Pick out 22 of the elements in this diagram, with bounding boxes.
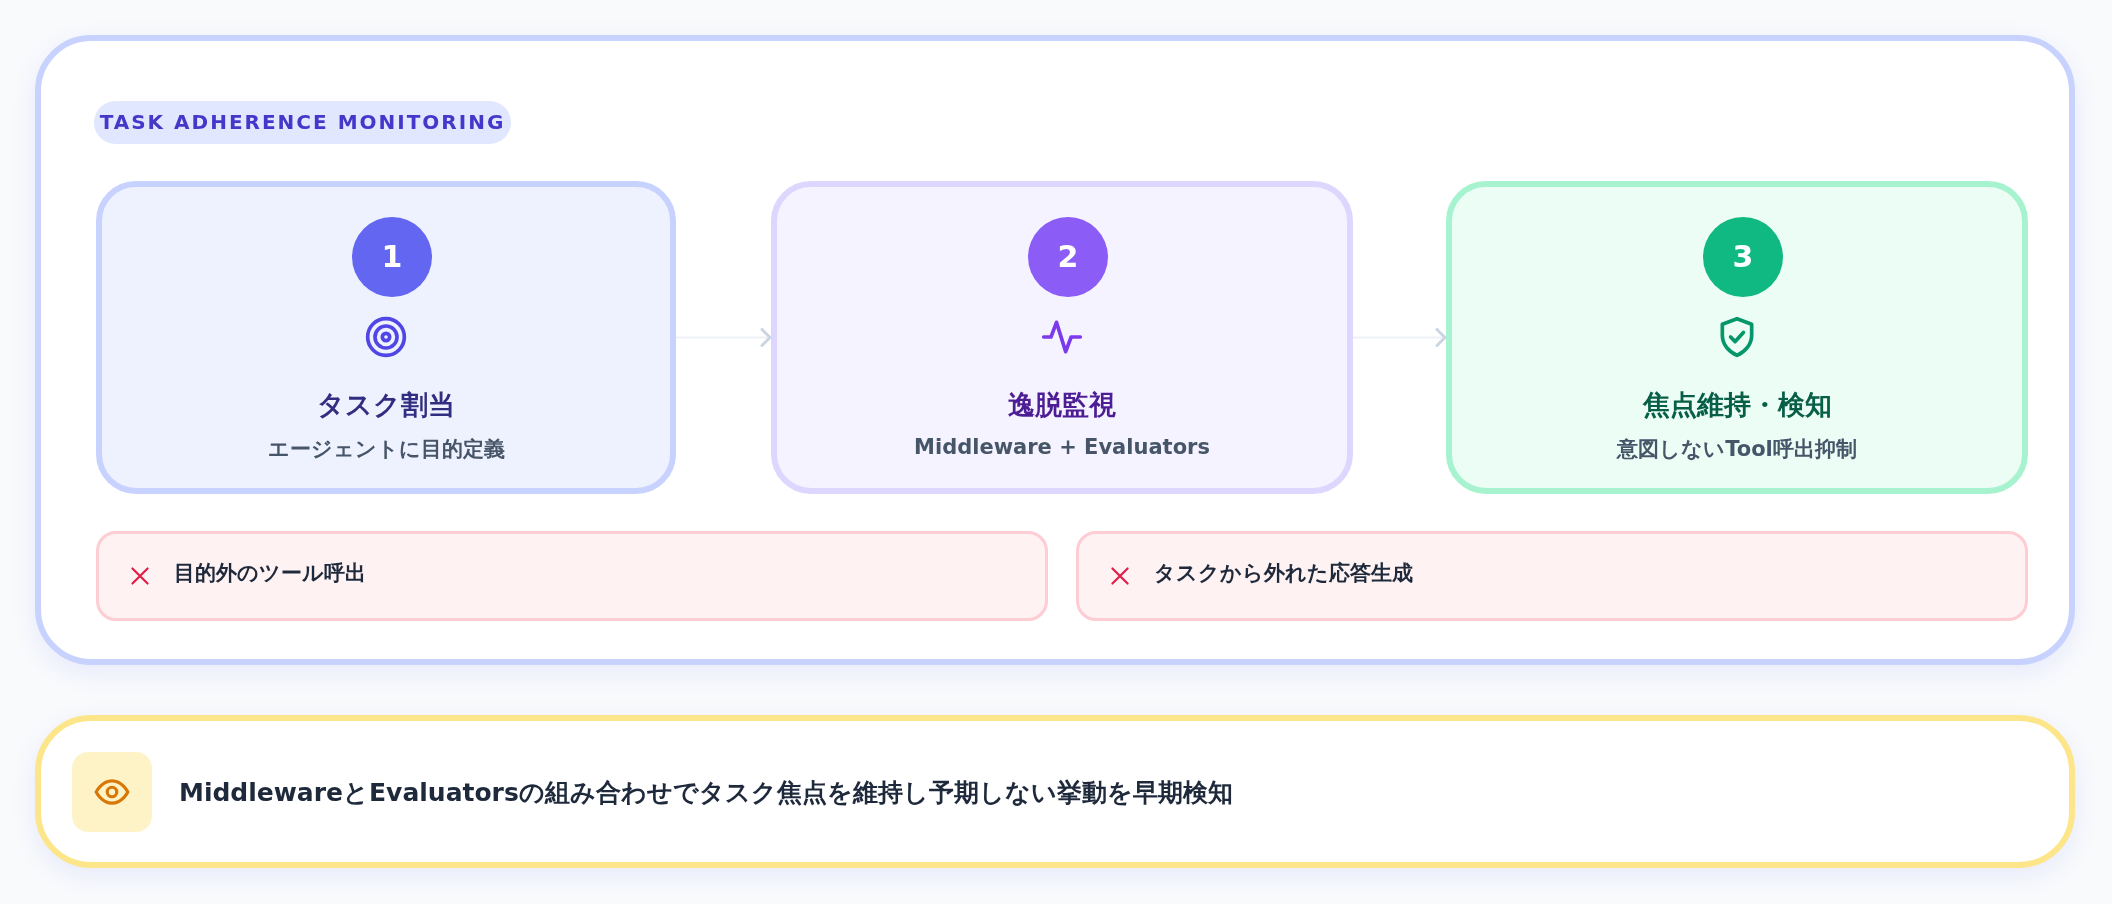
panel-card (35, 35, 2075, 665)
step-card (771, 181, 1353, 494)
step-title: 焦点維持・検知 (1641, 388, 1833, 422)
step-description: 意図しないTool呼出抑制 (1615, 436, 1858, 463)
section-tag: TASK ADHERENCE MONITORING (94, 101, 511, 144)
arrow (675, 328, 772, 347)
step-number: 1 (352, 217, 432, 297)
step-card (96, 181, 676, 494)
step-card (1446, 181, 2028, 494)
warning-text: 目的外のツール呼出 (174, 560, 366, 587)
summary-text: MiddlewareとEvaluatorsの組み合わせでタスク焦点を維持し予期しない挙動を早期検知 (179, 777, 1233, 809)
summary-card (35, 715, 2075, 868)
step-number: 2 (1028, 217, 1108, 297)
step-title: タスク割当 (316, 388, 456, 422)
arrow (1352, 328, 1447, 347)
warning-card (1076, 531, 2028, 621)
step-description: エージェントに目的定義 (266, 436, 506, 463)
step-number: 3 (1703, 217, 1783, 297)
step-description: Middleware + Evaluators (913, 435, 1211, 459)
warning-text: タスクから外れた応答生成 (1154, 560, 1413, 587)
step-title: 逸脱監視 (1007, 388, 1117, 422)
warning-card (96, 531, 1048, 621)
